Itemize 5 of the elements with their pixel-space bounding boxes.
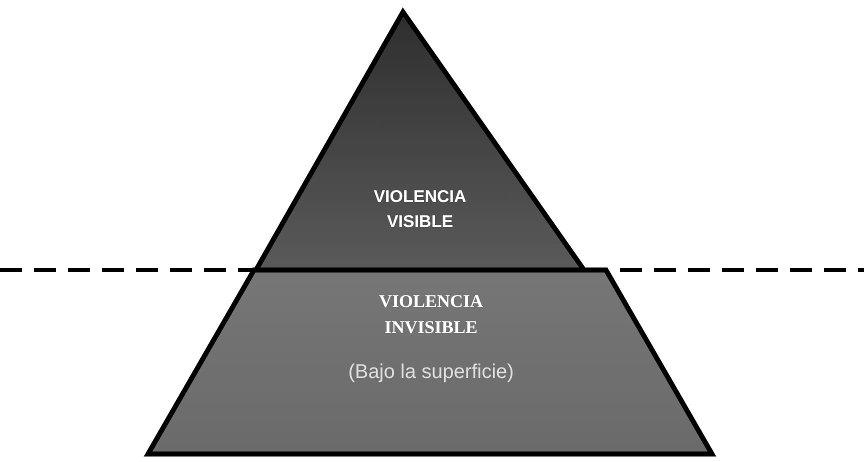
section-heading: VIOLENCIA INVISIBLE [378,290,484,340]
pyramid-top-section [254,10,586,270]
section-heading: VIOLENCIA VISIBLE [372,186,468,233]
pyramid-base-section [146,270,716,456]
section-note: (Bajo la superficie) [347,360,515,385]
